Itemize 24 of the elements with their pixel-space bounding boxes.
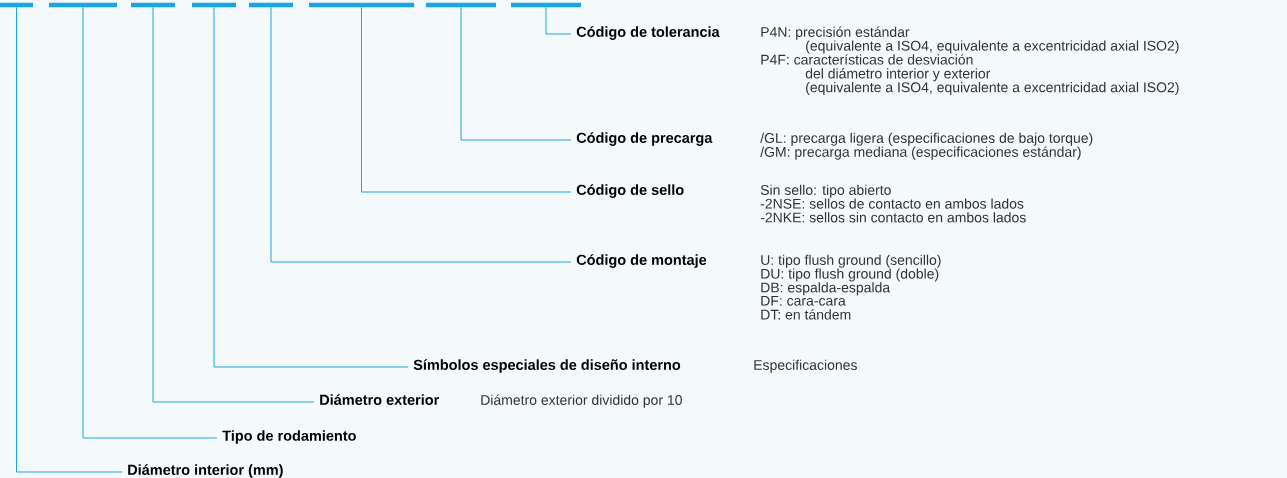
label-text: Código de sello Sin sello: tipo abierto -2NSE: sellos de contacto en ambos lados -2NKE: sellos sin contacto en ambos lados	[576, 184, 1026, 223]
code-bar	[426, 2, 496, 8]
leader-line	[213, 6, 409, 368]
code-bar	[0, 2, 33, 8]
code-bar	[192, 2, 236, 8]
leader-line	[460, 6, 572, 141]
leader-line	[545, 6, 572, 35]
leader-line	[82, 6, 218, 439]
label-text: Tipo de rodamiento	[222, 430, 356, 444]
label-text: Símbolos especiales de diseño interno Especificaciones	[413, 359, 857, 373]
code-bar	[131, 2, 175, 8]
leader-line	[270, 6, 572, 263]
label-text: Código de tolerancia P4N: precisión estándar (equivalente a ISO4, equivalente a excentricidad axial ISO2) P4F: características de desviación del diámetro interior y exterior (equivalente a ISO4, equivalente a excentricidad axial ISO2)	[576, 26, 1179, 96]
label-text: Diámetro exterior Diámetro exterior dividido por 10	[320, 394, 682, 408]
label-text: Diámetro interior (mm)	[128, 464, 283, 478]
code-bar	[309, 2, 414, 8]
leader-line	[361, 6, 572, 193]
leader-line	[152, 6, 315, 403]
code-bar	[511, 2, 581, 8]
code-bar	[49, 2, 117, 8]
label-text: Código de montaje U: tipo flush ground (sencillo) DU: tipo flush ground (doble) DB: espalda-espalda DF: cara-cara DT: en tándem	[576, 254, 941, 320]
code-bar	[249, 2, 293, 8]
leader-line	[16, 6, 123, 473]
label-text: Código de precarga /GL: precarga ligera (especificaciones de bajo torque) /GM: precarga mediana (especificaciones estándar)	[576, 132, 1093, 160]
